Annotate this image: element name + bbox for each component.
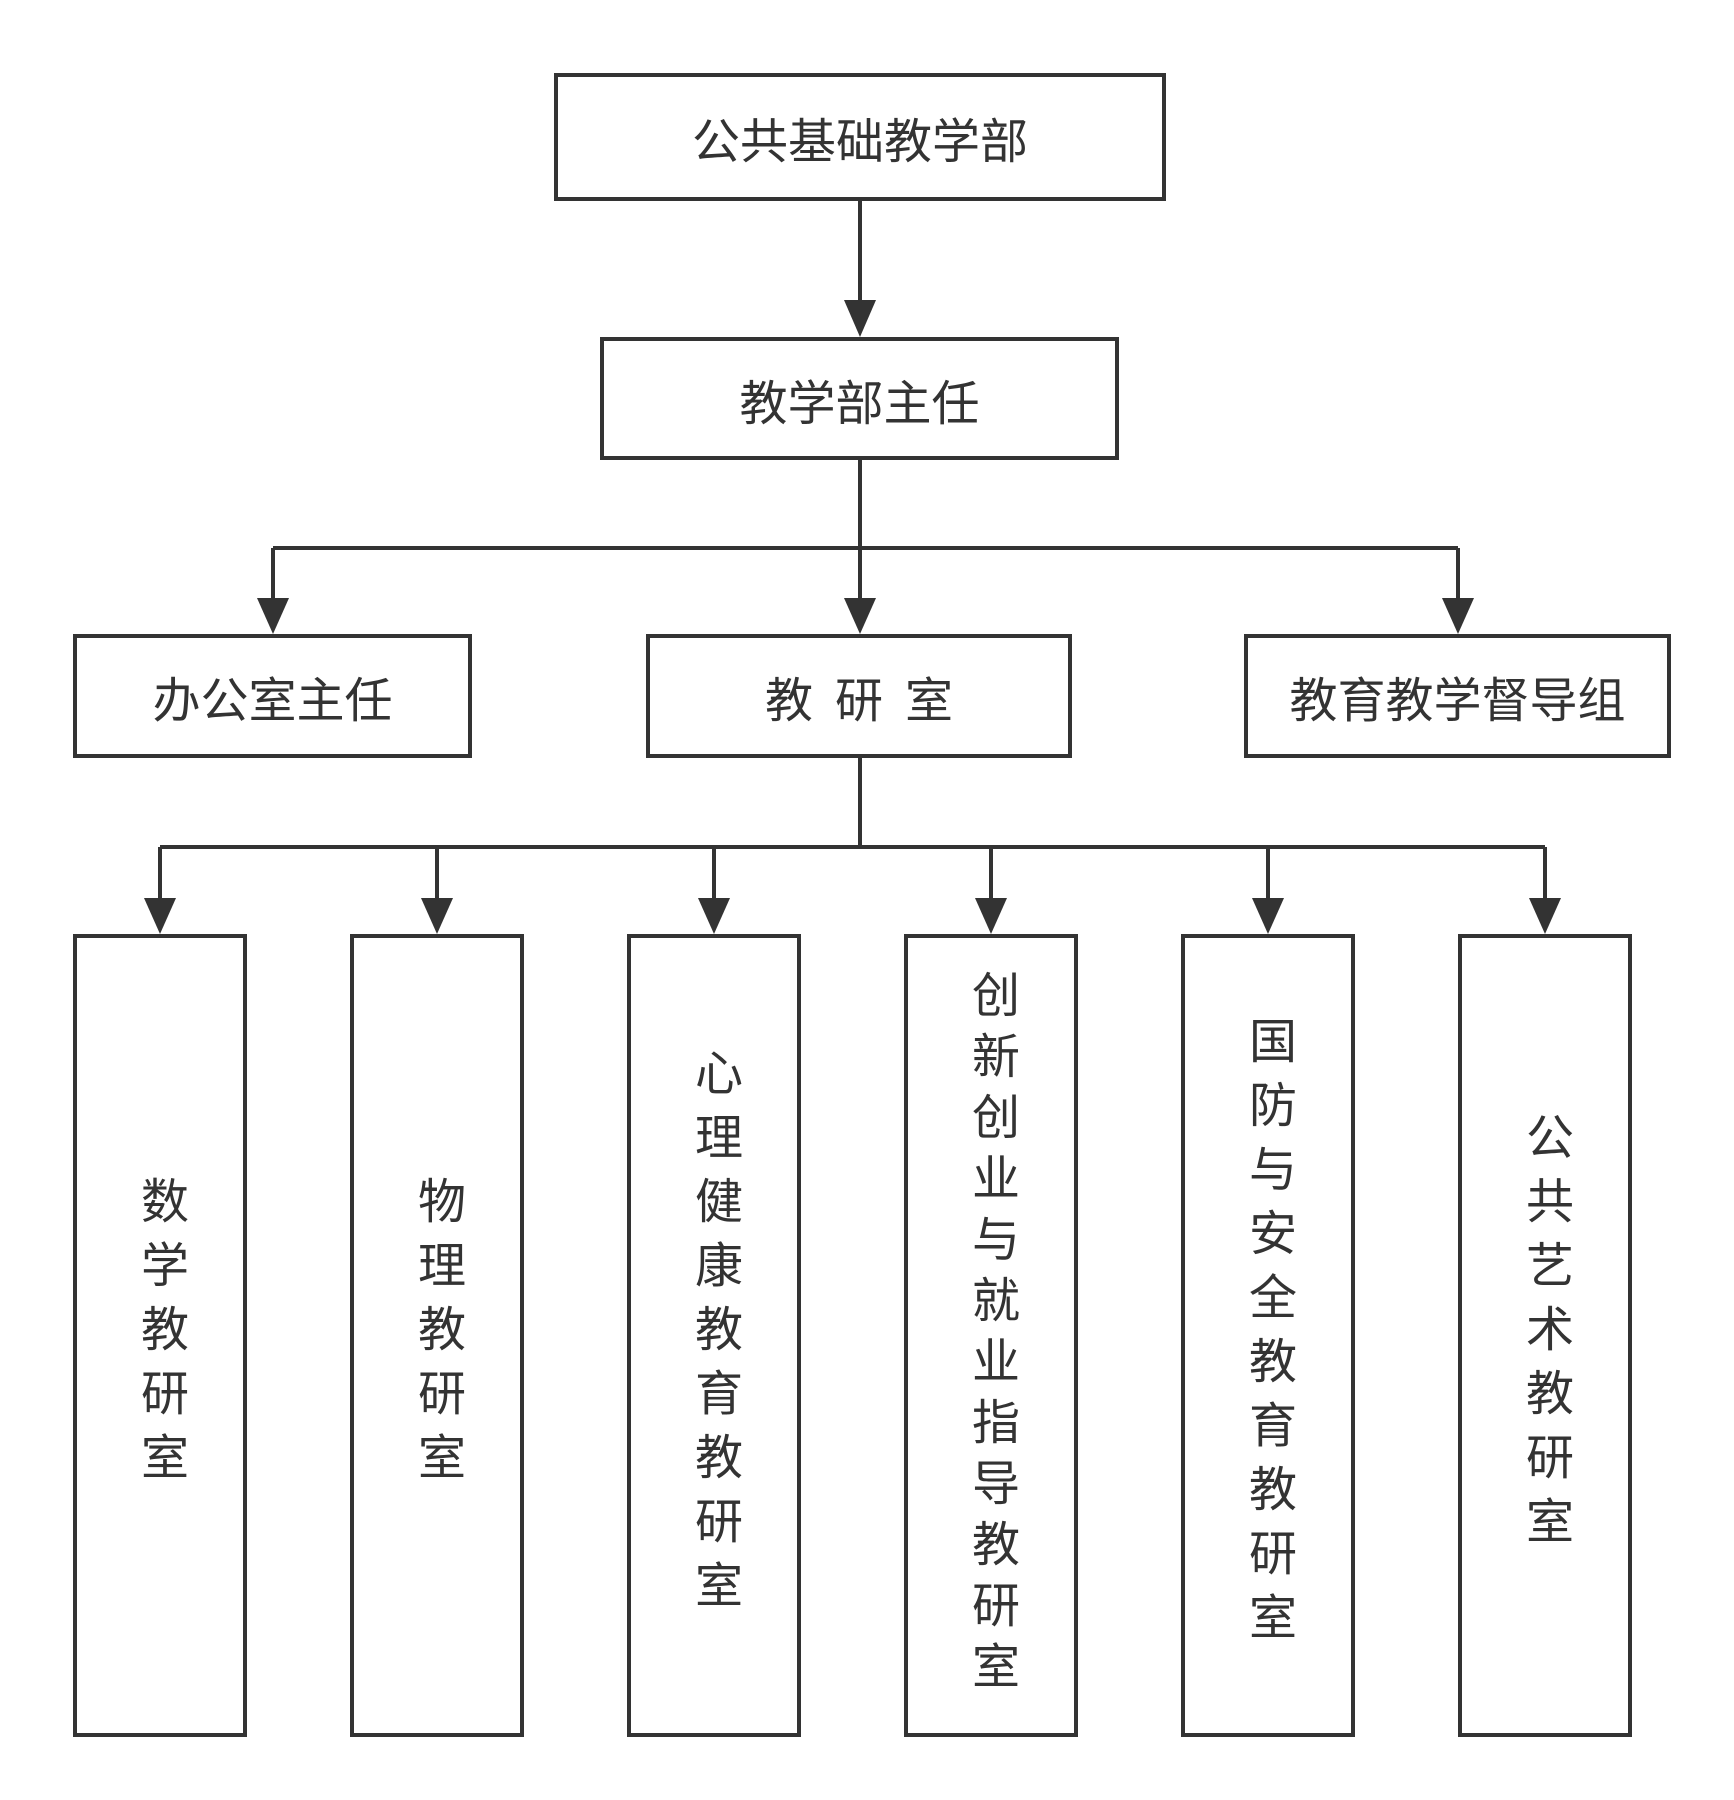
arrowhead-defense (1252, 898, 1284, 934)
node-defense-room: 国防与安全教育教研室 (1181, 934, 1355, 1737)
arrowhead-director (844, 300, 876, 337)
node-psychology-room-label: 心理健康教育教研室 (686, 1047, 742, 1624)
arrowhead-supervision (1442, 598, 1474, 634)
arrowhead-office (257, 598, 289, 634)
node-art-room: 公共艺术教研室 (1458, 934, 1632, 1737)
node-supervision-label: 教育教学督导组 (1289, 673, 1626, 729)
node-math-room: 数学教研室 (73, 934, 247, 1737)
node-office: 办公室主任 (73, 634, 472, 758)
arrowhead-innovation (975, 898, 1007, 934)
node-defense-room-label: 国防与安全教育教研室 (1240, 1015, 1296, 1656)
arrowhead-psychology (698, 898, 730, 934)
node-root: 公共基础教学部 (554, 73, 1166, 201)
arrowhead-research (844, 598, 876, 634)
node-physics-room-label: 物理教研室 (409, 1175, 465, 1496)
node-director-label: 教学部主任 (739, 375, 980, 432)
node-innovation-room-label: 创新创业与就业指导教研室 (963, 969, 1019, 1702)
arrowhead-art (1529, 898, 1561, 934)
node-supervision: 教育教学督导组 (1244, 634, 1671, 758)
node-director: 教学部主任 (600, 337, 1119, 460)
node-research: 教研室 (646, 634, 1072, 758)
node-office-label: 办公室主任 (152, 673, 393, 729)
arrowhead-physics (421, 898, 453, 934)
node-root-label: 公共基础教学部 (691, 114, 1028, 170)
arrowhead-math (144, 898, 176, 934)
node-innovation-room: 创新创业与就业指导教研室 (904, 934, 1078, 1737)
node-math-room-label: 数学教研室 (132, 1175, 188, 1496)
node-physics-room: 物理教研室 (350, 934, 524, 1737)
node-art-room-label: 公共艺术教研室 (1517, 1111, 1573, 1560)
node-research-label: 教研室 (764, 673, 975, 729)
node-psychology-room: 心理健康教育教研室 (627, 934, 801, 1737)
